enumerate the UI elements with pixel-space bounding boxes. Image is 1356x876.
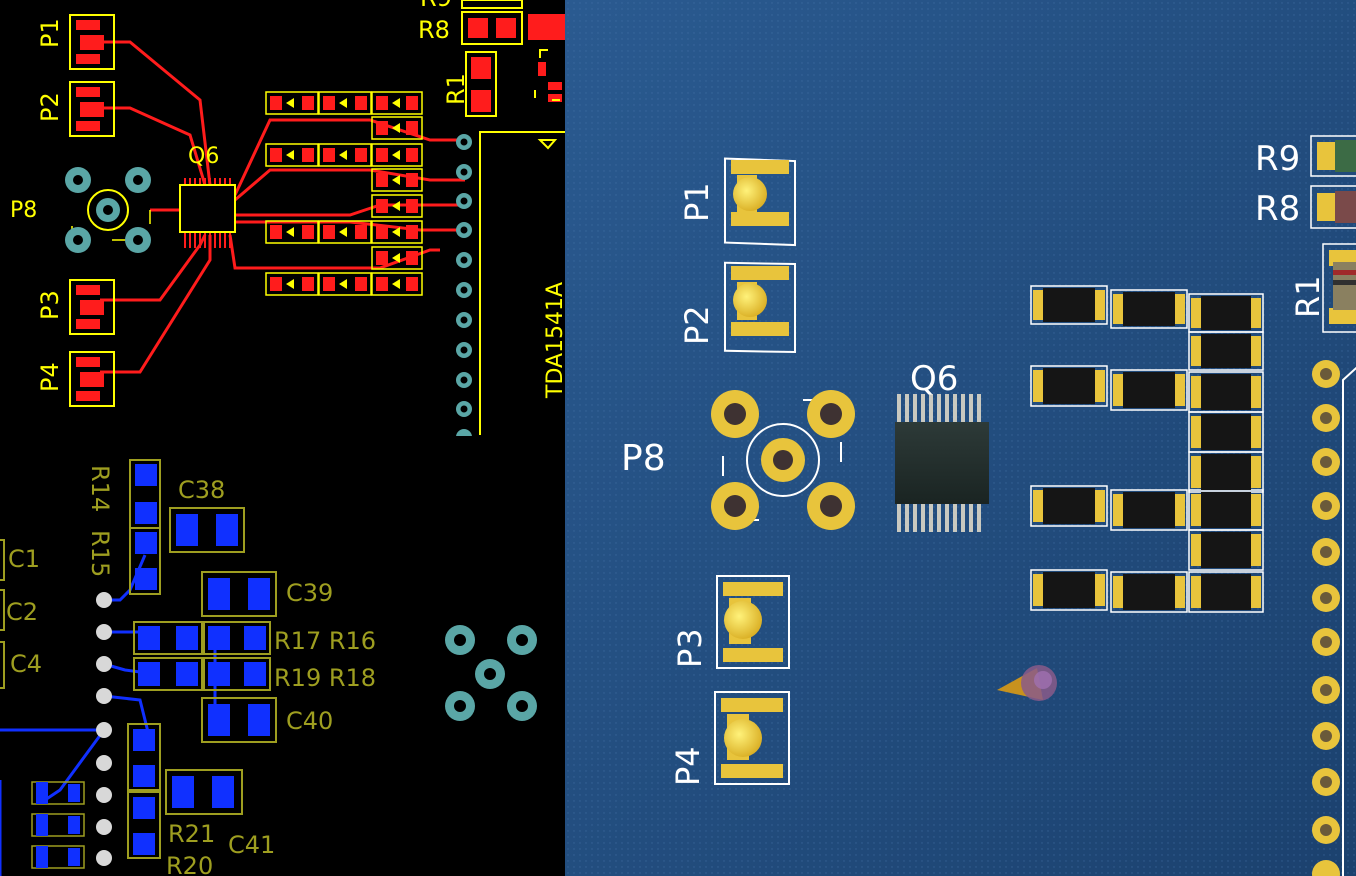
tda1541a-footprint[interactable] — [456, 131, 565, 445]
r20-label: R20 — [166, 852, 213, 876]
c41-label: C41 — [228, 831, 275, 859]
q6-3d-component[interactable] — [895, 394, 989, 532]
p4-3d-label: P4 — [669, 746, 707, 786]
p3-3d-label: P3 — [671, 628, 709, 668]
c40-label: C40 — [286, 707, 333, 735]
p4-3d-component[interactable] — [714, 691, 790, 785]
p8-label: P8 — [10, 198, 37, 223]
cone-pointer-icon — [997, 665, 1057, 701]
p2-3d-label: P2 — [678, 305, 716, 345]
bottom-left-small-parts[interactable] — [0, 780, 85, 876]
bottom-coax-footprint[interactable] — [445, 625, 537, 721]
pcb-3d-view[interactable]: P1 P2 P3 P4 — [565, 0, 1356, 876]
small-pads-top-right — [538, 62, 562, 102]
c39-footprint[interactable] — [201, 571, 277, 617]
bottom-via-column — [96, 592, 112, 866]
r16-r17-footprints[interactable] — [133, 621, 271, 655]
c39-label: C39 — [286, 579, 333, 607]
r20-footprint[interactable] — [127, 791, 161, 859]
diode-array[interactable] — [265, 91, 423, 296]
tda1541a-3d-pins[interactable] — [1312, 360, 1356, 876]
p1-label: P1 — [36, 18, 64, 48]
c38-label: C38 — [178, 476, 225, 504]
p1-3d-component[interactable] — [724, 157, 796, 247]
p8-footprint[interactable] — [65, 167, 151, 253]
r1-3d-label: R1 — [1289, 275, 1327, 318]
r9-3d-label: R9 — [1255, 139, 1300, 179]
r8-3d-component[interactable] — [1310, 185, 1356, 229]
r18-r19-footprints[interactable] — [133, 657, 271, 691]
r15-footprint[interactable] — [129, 527, 161, 595]
r18-r19-label: R19 R18 — [274, 664, 376, 692]
r8-label: R8 — [418, 16, 450, 44]
c2-label: C2 — [6, 598, 38, 626]
c40-footprint[interactable] — [201, 697, 277, 743]
q6-3d-label: Q6 — [910, 359, 958, 399]
c4-label: C4 — [10, 650, 42, 678]
pcb-2d-layout-view[interactable]: P1 P2 P3 P4 — [0, 0, 565, 876]
c1-label: C1 — [8, 545, 40, 573]
p4-footprint[interactable] — [69, 351, 115, 407]
p3-footprint[interactable] — [69, 279, 115, 335]
q6-label: Q6 — [188, 144, 219, 169]
tda1541a-label: TDA1541A — [543, 282, 565, 399]
p2-3d-component[interactable] — [724, 261, 796, 354]
r16-r17-label: R17 R16 — [274, 627, 376, 655]
r9-3d-component[interactable] — [1310, 135, 1356, 177]
r15-label: R15 — [86, 530, 114, 577]
q6-footprint[interactable] — [179, 178, 236, 248]
bottom-layer: R14 R15 C38 C39 R17 — [0, 459, 537, 876]
r1-label: R1 — [442, 73, 470, 105]
p1-footprint[interactable] — [69, 14, 115, 70]
p3-label: P3 — [36, 290, 64, 320]
diode-array-3d[interactable] — [1030, 285, 1264, 613]
p4-label: P4 — [36, 362, 64, 392]
r9-partial-label: R9 — [420, 0, 452, 12]
left-edge-capacitors[interactable] — [0, 539, 5, 689]
top-copper-traces — [100, 40, 465, 374]
p8-3d-label: P8 — [621, 438, 666, 479]
r21-footprint[interactable] — [127, 723, 161, 791]
p2-footprint[interactable] — [69, 81, 115, 137]
r14-label: R14 — [86, 465, 114, 512]
r8-3d-label: R8 — [1255, 189, 1300, 229]
c38-footprint[interactable] — [169, 507, 245, 553]
r21-label: R21 — [168, 820, 215, 848]
top-layer: P1 P2 P3 P4 — [10, 0, 565, 445]
p1-3d-label: P1 — [678, 182, 716, 222]
p8-3d-component[interactable] — [711, 390, 855, 530]
p3-3d-component[interactable] — [716, 575, 790, 669]
bottom-layer-region — [0, 436, 565, 876]
c41-footprint[interactable] — [165, 769, 243, 815]
r1-footprint[interactable] — [465, 51, 497, 117]
p2-label: P2 — [36, 92, 64, 122]
r1-3d-component[interactable] — [1322, 243, 1356, 333]
r8-footprint[interactable] — [461, 0, 565, 45]
